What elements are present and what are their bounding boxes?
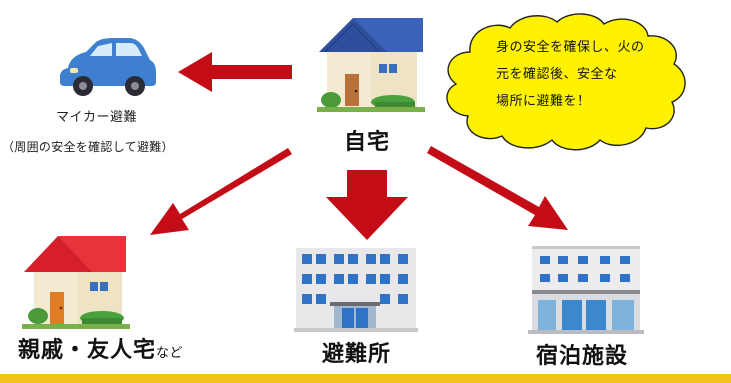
relative-label-suffix: など (156, 346, 184, 361)
callout-text: 身の安全を確保し、火の 元を確認後、安全な 場所に避難を！ (496, 34, 645, 115)
arrow-to-car (178, 52, 292, 92)
arrow-to-relative (150, 148, 292, 235)
callout-cloud (446, 13, 686, 151)
relative-house-icon (22, 232, 130, 330)
car-label: マイカー避難 (56, 110, 138, 125)
car-icon (58, 38, 158, 96)
car-note: （周囲の安全を確認して避難） (2, 140, 174, 154)
house-icon (317, 14, 425, 114)
callout-line: 元を確認後、安全な (496, 67, 618, 82)
school-building-icon (294, 246, 418, 332)
home-label: 自宅 (344, 130, 391, 155)
bottom-accent-bar (0, 374, 731, 383)
relative-label: 親戚・友人宅 (18, 338, 157, 363)
lodging-label: 宿泊施設 (536, 344, 629, 369)
relative-label-group: 親戚・友人宅など (18, 332, 183, 364)
callout-line: 身の安全を確保し、火の (496, 40, 645, 55)
arrow-to-lodging (427, 146, 568, 230)
shelter-label: 避難所 (322, 342, 392, 367)
hotel-building-icon (528, 244, 644, 334)
callout-line: 場所に避難を！ (496, 94, 591, 109)
arrow-to-shelter (326, 170, 408, 240)
